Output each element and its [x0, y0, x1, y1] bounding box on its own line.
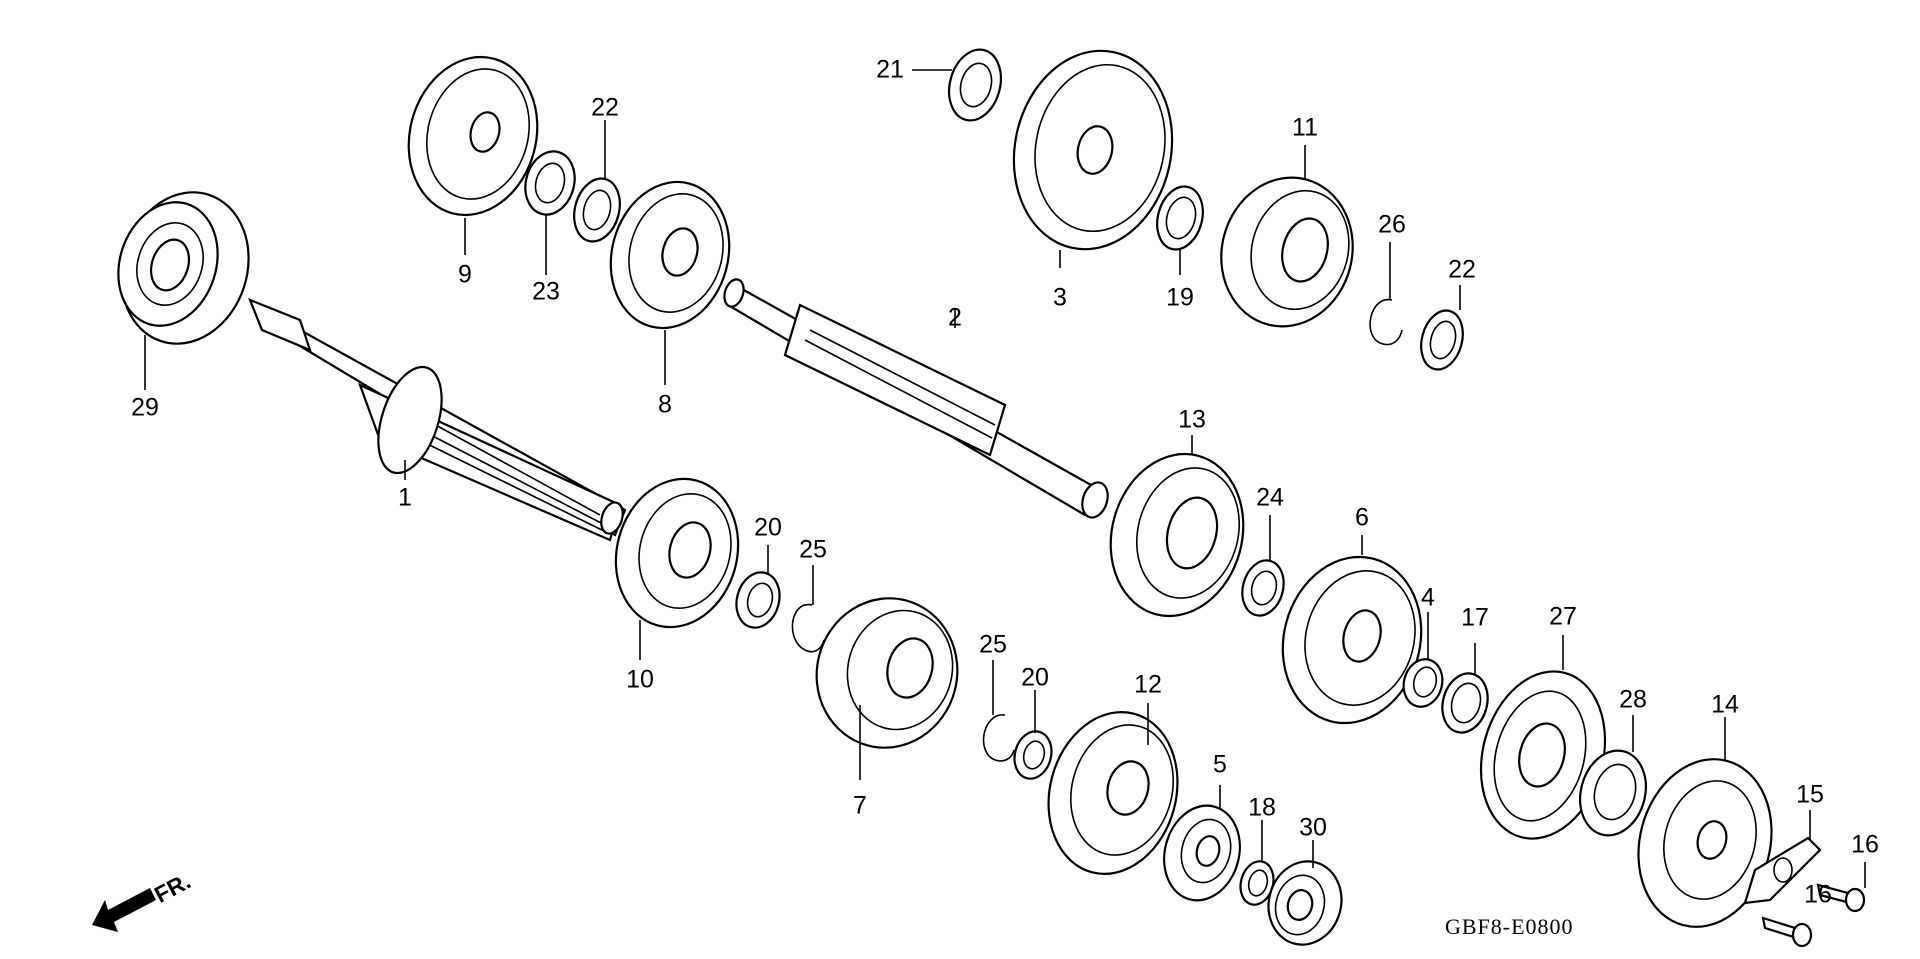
- leader-lines: [144, 69, 1866, 888]
- part-10-gear: [614, 477, 740, 629]
- part-2-countershaft: [723, 278, 1109, 519]
- part-21-washer: [948, 48, 1002, 122]
- callout-21: 21: [876, 55, 904, 84]
- callout-15: 15: [1796, 780, 1824, 809]
- callout-14: 14: [1711, 690, 1739, 719]
- callout-17: 17: [1461, 603, 1489, 632]
- part-30-bearing: [1267, 860, 1343, 946]
- part-20-washer-b: [1013, 730, 1053, 780]
- callout-3: 3: [1053, 283, 1067, 312]
- part-29-bearing: [117, 191, 250, 345]
- callout-5: 5: [1213, 750, 1227, 779]
- callout-28: 28: [1619, 685, 1647, 714]
- part-20-washer-a: [735, 571, 781, 629]
- front-direction-label: FR.: [150, 867, 195, 908]
- part-13-gear: [1109, 452, 1245, 618]
- part-3-gear: [1012, 49, 1174, 251]
- callout-18: 18: [1248, 793, 1276, 822]
- callout-30: 30: [1299, 813, 1327, 842]
- part-22-washer-b: [1420, 309, 1464, 371]
- part-14-sprocket: [1637, 758, 1773, 928]
- part-15-plate: [1743, 836, 1822, 905]
- callout-6: 6: [1355, 503, 1369, 532]
- callout-27: 27: [1549, 602, 1577, 631]
- diagram-code: GBF8-E0800: [1445, 914, 1574, 939]
- callout-23: 23: [532, 277, 560, 306]
- callout-24: 24: [1256, 483, 1284, 512]
- part-8-gear: [609, 180, 731, 330]
- part-28-oil-seal: [1579, 749, 1647, 837]
- part-7-gear: [815, 597, 959, 749]
- callout-29: 29: [131, 393, 159, 422]
- callout-7: 7: [853, 791, 867, 820]
- callout-25-b: 25: [979, 630, 1007, 659]
- callout-26: 26: [1378, 210, 1406, 239]
- part-24-washer: [1241, 559, 1285, 617]
- callout-16-a: 16: [1851, 830, 1879, 859]
- callout-13: 13: [1178, 405, 1206, 434]
- callout-12: 12: [1134, 670, 1162, 699]
- callout-25-a: 25: [799, 535, 827, 564]
- callout-9: 9: [458, 260, 472, 289]
- part-5-gear: [1163, 804, 1241, 902]
- part-9-gear: [407, 55, 539, 217]
- callout-1: 1: [398, 483, 412, 512]
- part-16-bolt-a: [1816, 883, 1866, 913]
- callout-22-b: 22: [1448, 255, 1476, 284]
- callout-8: 8: [658, 390, 672, 419]
- part-11-gear: [1220, 176, 1354, 328]
- part-6-gear: [1281, 555, 1423, 725]
- arrow-icon: [92, 888, 156, 932]
- part-16-bolt-b: [1761, 916, 1813, 948]
- callout-22-a: 22: [591, 93, 619, 122]
- callout-2: 2: [948, 303, 962, 332]
- callout-4: 4: [1421, 583, 1435, 612]
- part-25-snap-ring-a: [791, 603, 825, 653]
- callout-20-b: 20: [1021, 663, 1049, 692]
- part-12-gear: [1047, 711, 1179, 875]
- callout-19: 19: [1166, 283, 1194, 312]
- part-19-washer: [1156, 185, 1204, 251]
- callout-10: 10: [626, 665, 654, 694]
- callout-20-a: 20: [754, 513, 782, 542]
- part-1-main-shaft: [248, 298, 627, 542]
- part-17-washer: [1441, 672, 1489, 734]
- part-25-snap-ring-b: [982, 714, 1015, 762]
- part-26-snap-ring: [1369, 298, 1403, 346]
- callout-11: 11: [1292, 113, 1318, 142]
- callout-16-b: 16: [1804, 880, 1832, 909]
- part-23-bushing: [524, 150, 576, 216]
- part-4-bushing: [1402, 658, 1444, 708]
- part-22-washer-a: [573, 177, 621, 243]
